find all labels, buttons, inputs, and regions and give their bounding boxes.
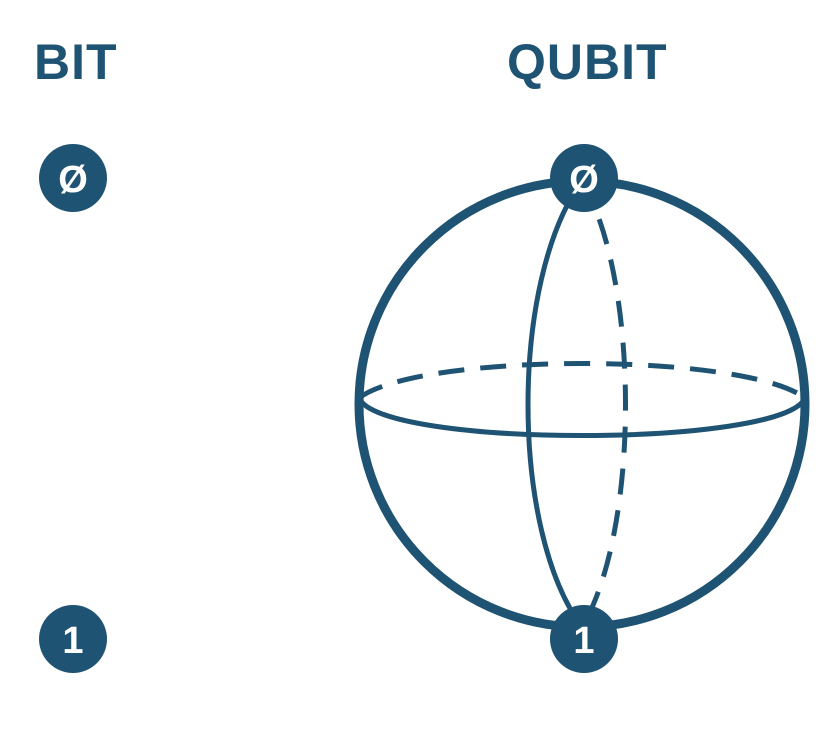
qubit-zero-label: Ø	[569, 159, 599, 201]
bit-one-label: 1	[62, 620, 83, 662]
qubit-zero-node	[550, 144, 618, 212]
bit-zero-label: Ø	[58, 159, 88, 201]
sphere-outline	[354, 176, 810, 632]
qubit-one-label: 1	[573, 620, 594, 662]
bit-state-one: 1	[39, 605, 107, 673]
equator-front	[356, 396, 808, 438]
bit-title: BIT	[34, 34, 118, 90]
bloch-sphere	[354, 176, 810, 632]
meridian-back-dashed	[579, 179, 628, 629]
bit-one-node	[39, 605, 107, 673]
bit-state-zero: Ø	[39, 144, 107, 212]
equator-back-dashed	[357, 361, 807, 401]
qubit-title: QUBIT	[507, 34, 668, 90]
bit-zero-node	[39, 144, 107, 212]
meridian-front	[525, 179, 585, 629]
qubit-state-zero: Ø	[550, 144, 618, 212]
qubit-state-one: 1	[550, 605, 618, 673]
qubit-one-node	[550, 605, 618, 673]
